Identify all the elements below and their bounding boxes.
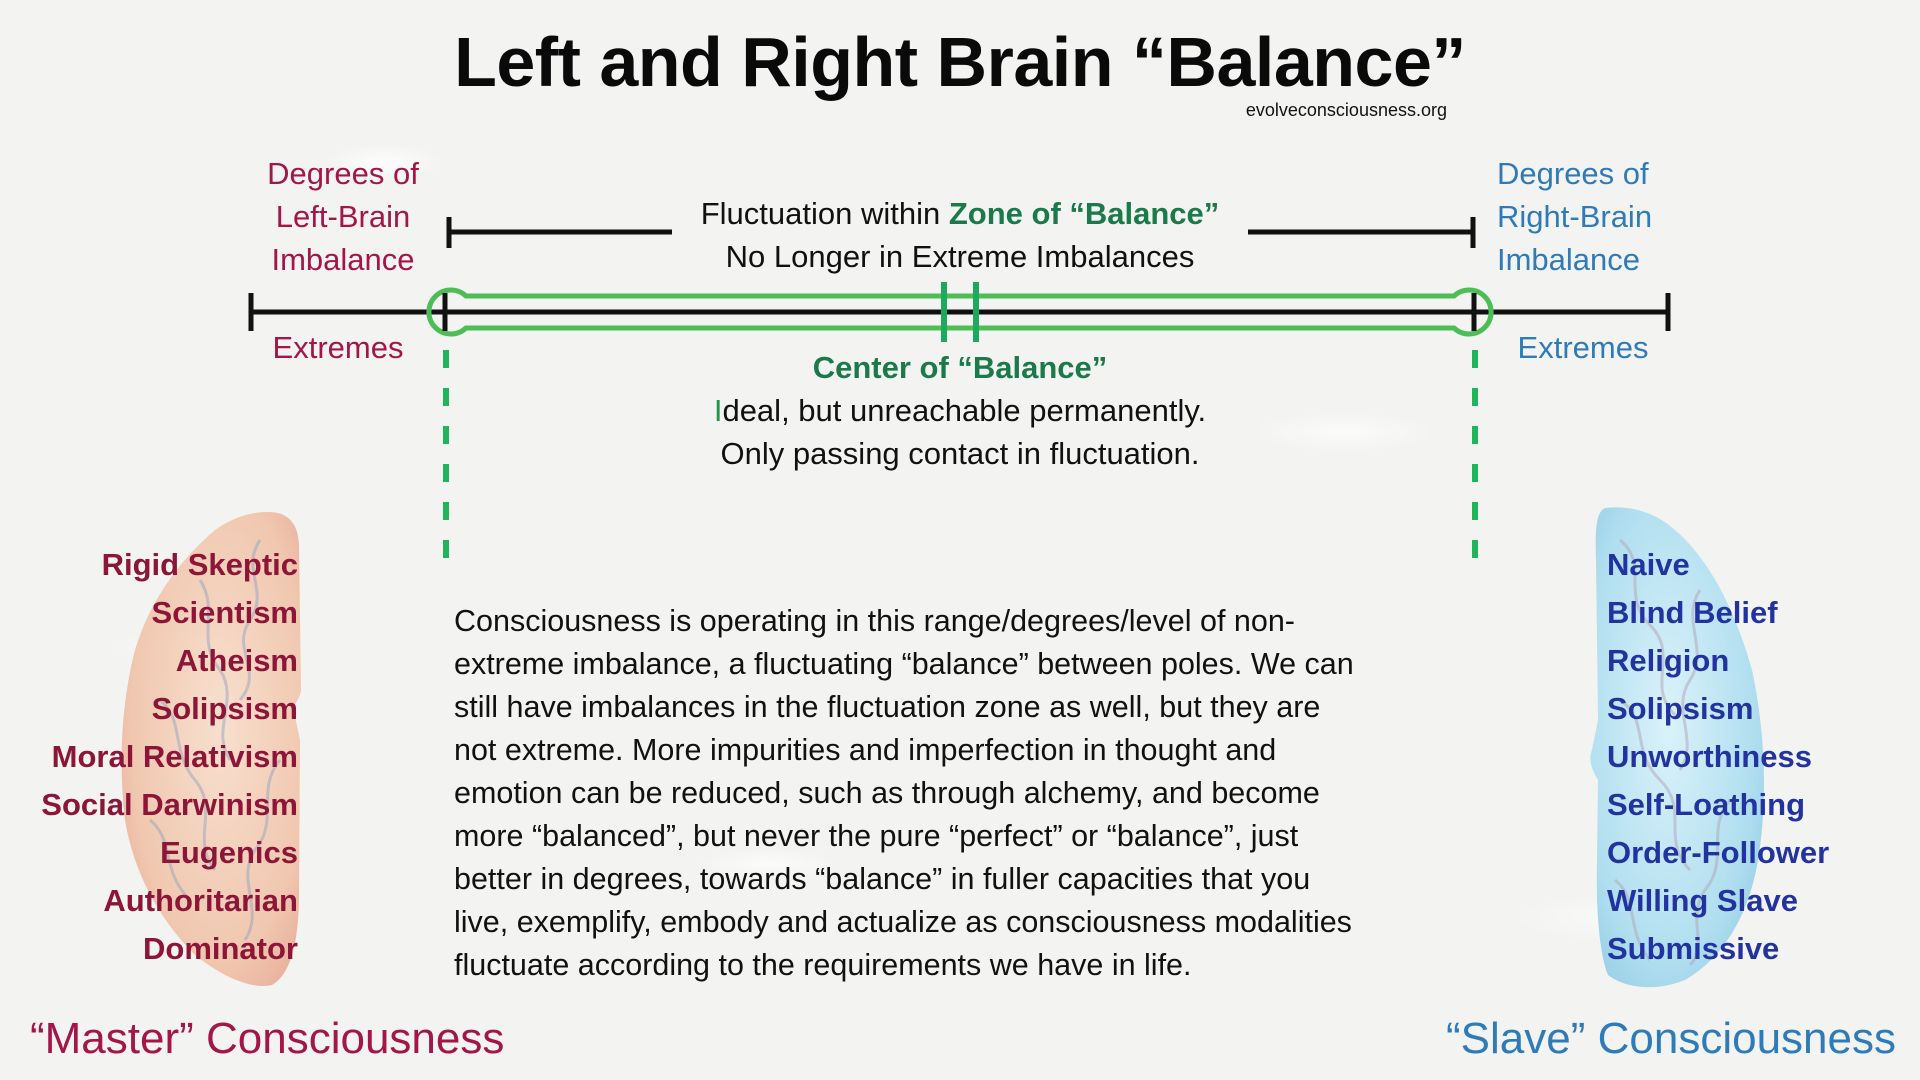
paragraph-line: still have imbalances in the fluctuation… xyxy=(454,690,1321,724)
left-trait-item: Dominator xyxy=(143,931,298,966)
zone-heading: Fluctuation within Zone of “Balance” xyxy=(0,196,1920,232)
right-trait-item: Unworthiness xyxy=(1607,739,1812,774)
right-extremes-label: Extremes xyxy=(1517,330,1649,365)
right-trait-item: Order-Follower xyxy=(1607,835,1830,870)
paragraph-line: fluctuate according to the requirements … xyxy=(454,948,1192,982)
left-brain-folds xyxy=(149,539,282,941)
right-brain-folds xyxy=(1614,538,1732,967)
paragraph-line: Consciousness is operating in this range… xyxy=(454,604,1295,638)
right-brain-traits-list: Naive Blind Belief Religion Solipsism Un… xyxy=(1607,541,1829,973)
paragraph-line: live, exemplify, embody and actualize as… xyxy=(454,905,1352,939)
left-trait-item: Authoritarian xyxy=(103,883,298,918)
left-trait-item: Social Darwinism xyxy=(41,787,298,822)
page-title: Left and Right Brain “Balance” xyxy=(454,23,1466,101)
right-trait-item: Blind Belief xyxy=(1607,595,1778,630)
paragraph-line: extreme imbalance, a fluctuating “balanc… xyxy=(454,647,1354,681)
zone-subheading: No Longer in Extreme Imbalances xyxy=(725,239,1195,274)
left-trait-item: Rigid Skeptic xyxy=(101,547,298,582)
master-consciousness-caption: “Master” Consciousness xyxy=(30,1014,505,1063)
zone-heading-highlight: Zone of “Balance” xyxy=(948,196,1220,231)
left-imbalance-label-line: Left-Brain xyxy=(275,199,411,234)
explanation-paragraph: Consciousness is operating in this range… xyxy=(454,600,1454,987)
right-imbalance-label-line: Degrees of xyxy=(1497,156,1649,191)
left-imbalance-label-line: Imbalance xyxy=(271,242,415,277)
center-line-1-initial: I xyxy=(713,393,723,428)
zone-heading-prefix: Fluctuation within xyxy=(700,196,949,231)
left-brain-traits-list: Rigid Skeptic Scientism Atheism Solipsis… xyxy=(41,541,298,973)
center-title: Center of “Balance” xyxy=(812,350,1108,385)
right-trait-item: Self-Loathing xyxy=(1607,787,1806,822)
center-line-2: Only passing contact in fluctuation. xyxy=(720,436,1200,471)
paragraph-line: not extreme. More impurities and imperfe… xyxy=(454,733,1277,767)
left-trait-item: Atheism xyxy=(175,643,298,678)
right-trait-item: Submissive xyxy=(1607,931,1780,966)
right-trait-item: Naive xyxy=(1607,547,1690,582)
balance-zone-outline xyxy=(426,287,1494,337)
paragraph-line: better in degrees, towards “balance” in … xyxy=(454,862,1311,896)
left-extremes-label: Extremes xyxy=(272,330,404,365)
paragraph-line: emotion can be reduced, such as through … xyxy=(454,776,1320,810)
right-brain-hemisphere xyxy=(1590,507,1764,988)
right-imbalance-label-line: Imbalance xyxy=(1497,242,1641,277)
right-trait-item: Willing Slave xyxy=(1607,883,1798,918)
center-line-1: Ideal, but unreachable permanently. xyxy=(0,393,1920,429)
left-trait-item: Scientism xyxy=(151,595,298,630)
left-trait-item: Moral Relativism xyxy=(51,739,298,774)
right-trait-item: Solipsism xyxy=(1607,691,1754,726)
left-trait-item: Eugenics xyxy=(160,835,298,870)
left-imbalance-label: Degrees of Left-Brain Imbalance xyxy=(243,152,443,281)
right-trait-item: Religion xyxy=(1607,643,1730,678)
right-imbalance-label: Degrees of Right-Brain Imbalance xyxy=(1497,152,1652,281)
left-trait-item: Solipsism xyxy=(151,691,298,726)
source-url: evolveconsciousness.org xyxy=(1245,100,1447,120)
left-imbalance-label-line: Degrees of xyxy=(267,156,419,191)
right-imbalance-label-line: Right-Brain xyxy=(1497,199,1653,234)
center-line-1-rest: deal, but unreachable permanently. xyxy=(722,393,1207,428)
slave-consciousness-caption: “Slave” Consciousness xyxy=(1446,1014,1896,1063)
paragraph-line: more “balanced”, but never the pure “per… xyxy=(454,819,1299,853)
left-brain-hemisphere xyxy=(121,512,301,986)
